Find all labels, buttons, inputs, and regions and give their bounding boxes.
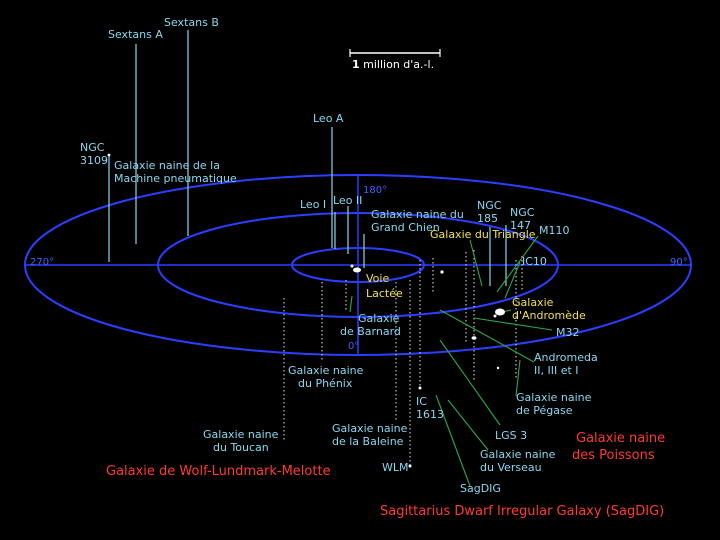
scale-number: 1 xyxy=(352,58,360,71)
scale-unit: million d'a.-l. xyxy=(363,58,434,71)
red-label-pisces: Galaxie naine des Poissons xyxy=(572,430,665,464)
label-phoenix-line2: du Phénix xyxy=(288,377,363,390)
label-m110: M110 xyxy=(539,224,570,237)
red-label-sagdig: Sagittarius Dwarf Irregular Galaxy (SagD… xyxy=(380,503,664,520)
label-ngc185-line1: NGC xyxy=(477,199,501,212)
label-aquarius-line1: Galaxie naine xyxy=(480,448,555,461)
label-wlm: WLM xyxy=(382,461,409,474)
label-cetus-line2: de la Baleine xyxy=(332,435,407,448)
degree-bottom: 0° xyxy=(348,340,359,353)
ic1613-marker xyxy=(419,387,422,390)
label-antlia-line2: Machine pneumatique xyxy=(114,172,237,185)
label-m32: M32 xyxy=(556,326,580,339)
label-sextans-a: Sextans A xyxy=(108,28,163,41)
label-ic1613-line1: IC xyxy=(416,395,444,408)
label-phoenix: Galaxie naine du Phénix xyxy=(288,364,363,390)
label-milky-way-line2: Lactée xyxy=(366,287,403,300)
label-tucana-line2: du Toucan xyxy=(203,441,278,454)
label-milky-way-line1: Voie xyxy=(366,272,403,285)
label-aquarius-line2: du Verseau xyxy=(480,461,555,474)
label-andromeda: Galaxie d'Andromède xyxy=(512,296,586,322)
triangle-marker xyxy=(440,270,443,273)
label-triangle: Galaxie du Triangle xyxy=(430,228,536,241)
label-andromeda-sats: Andromeda II, III et I xyxy=(534,351,598,377)
milky-way-marker xyxy=(353,268,361,273)
label-ngc3109-line2: 3109 xyxy=(80,154,108,167)
label-sagdig: SagDIG xyxy=(460,482,501,495)
andromeda-marker xyxy=(495,309,505,316)
degree-right: 90° xyxy=(670,256,688,269)
red-label-wlm: Galaxie de Wolf-Lundmark-Melotte xyxy=(106,463,331,480)
ngc3109-marker xyxy=(108,154,111,157)
label-pegasus: Galaxie naine de Pégase xyxy=(516,391,591,417)
andromeda-satellite-a xyxy=(494,315,497,318)
label-barnard: Galaxie de Barnard xyxy=(340,312,401,338)
red-label-pisces-line2: des Poissons xyxy=(572,447,665,464)
label-ic10: IC10 xyxy=(522,255,547,268)
label-andromeda-sats-line2: II, III et I xyxy=(534,364,598,377)
label-canis-line1: Galaxie naine du xyxy=(371,208,464,221)
label-andromeda-line1: Galaxie xyxy=(512,296,586,309)
pointer-barnard xyxy=(350,296,352,312)
label-ngc147-line1: NGC xyxy=(510,206,534,219)
label-ngc3109: NGC 3109 xyxy=(80,141,108,167)
wlm-marker xyxy=(409,465,412,468)
label-leo-ii: Leo II xyxy=(333,194,362,207)
scale-label: 1 million d'a.-l. xyxy=(352,58,434,71)
label-aquarius: Galaxie naine du Verseau xyxy=(480,448,555,474)
label-barnard-line2: de Barnard xyxy=(340,325,401,338)
label-phoenix-line1: Galaxie naine xyxy=(288,364,363,377)
pointer-lgs3 xyxy=(440,340,500,425)
label-andromeda-sats-line1: Andromeda xyxy=(534,351,598,364)
label-cetus-line1: Galaxie naine xyxy=(332,422,407,435)
label-tucana: Galaxie naine du Toucan xyxy=(203,428,278,454)
label-barnard-line1: Galaxie xyxy=(340,312,401,325)
label-pegasus-line2: de Pégase xyxy=(516,404,591,417)
label-lgs3: LGS 3 xyxy=(495,429,527,442)
m32-marker xyxy=(472,336,477,340)
pegasus-marker xyxy=(497,367,499,369)
degree-left: 270° xyxy=(30,256,54,269)
label-ngc185-line2: 185 xyxy=(477,212,501,225)
label-antlia: Galaxie naine de la Machine pneumatique xyxy=(114,159,237,185)
label-andromeda-line2: d'Andromède xyxy=(512,309,586,322)
label-ngc3109-line1: NGC xyxy=(80,141,108,154)
pointer-ic10 xyxy=(505,262,520,298)
red-label-pisces-line1: Galaxie naine xyxy=(572,430,665,447)
label-ic1613: IC 1613 xyxy=(416,395,444,421)
pointer-triangle xyxy=(470,240,482,286)
label-cetus: Galaxie naine de la Baleine xyxy=(332,422,407,448)
degree-top: 180° xyxy=(363,184,387,197)
label-ic1613-line2: 1613 xyxy=(416,408,444,421)
label-pegasus-line1: Galaxie naine xyxy=(516,391,591,404)
label-leo-i: Leo I xyxy=(300,198,326,211)
label-leo-a: Leo A xyxy=(313,112,343,125)
milky-way-satellite xyxy=(351,265,354,268)
label-ngc185: NGC 185 xyxy=(477,199,501,225)
label-tucana-line1: Galaxie naine xyxy=(203,428,278,441)
label-sextans-b: Sextans B xyxy=(164,16,219,29)
label-milky-way: Voie Lactée xyxy=(366,272,403,300)
label-antlia-line1: Galaxie naine de la xyxy=(114,159,237,172)
